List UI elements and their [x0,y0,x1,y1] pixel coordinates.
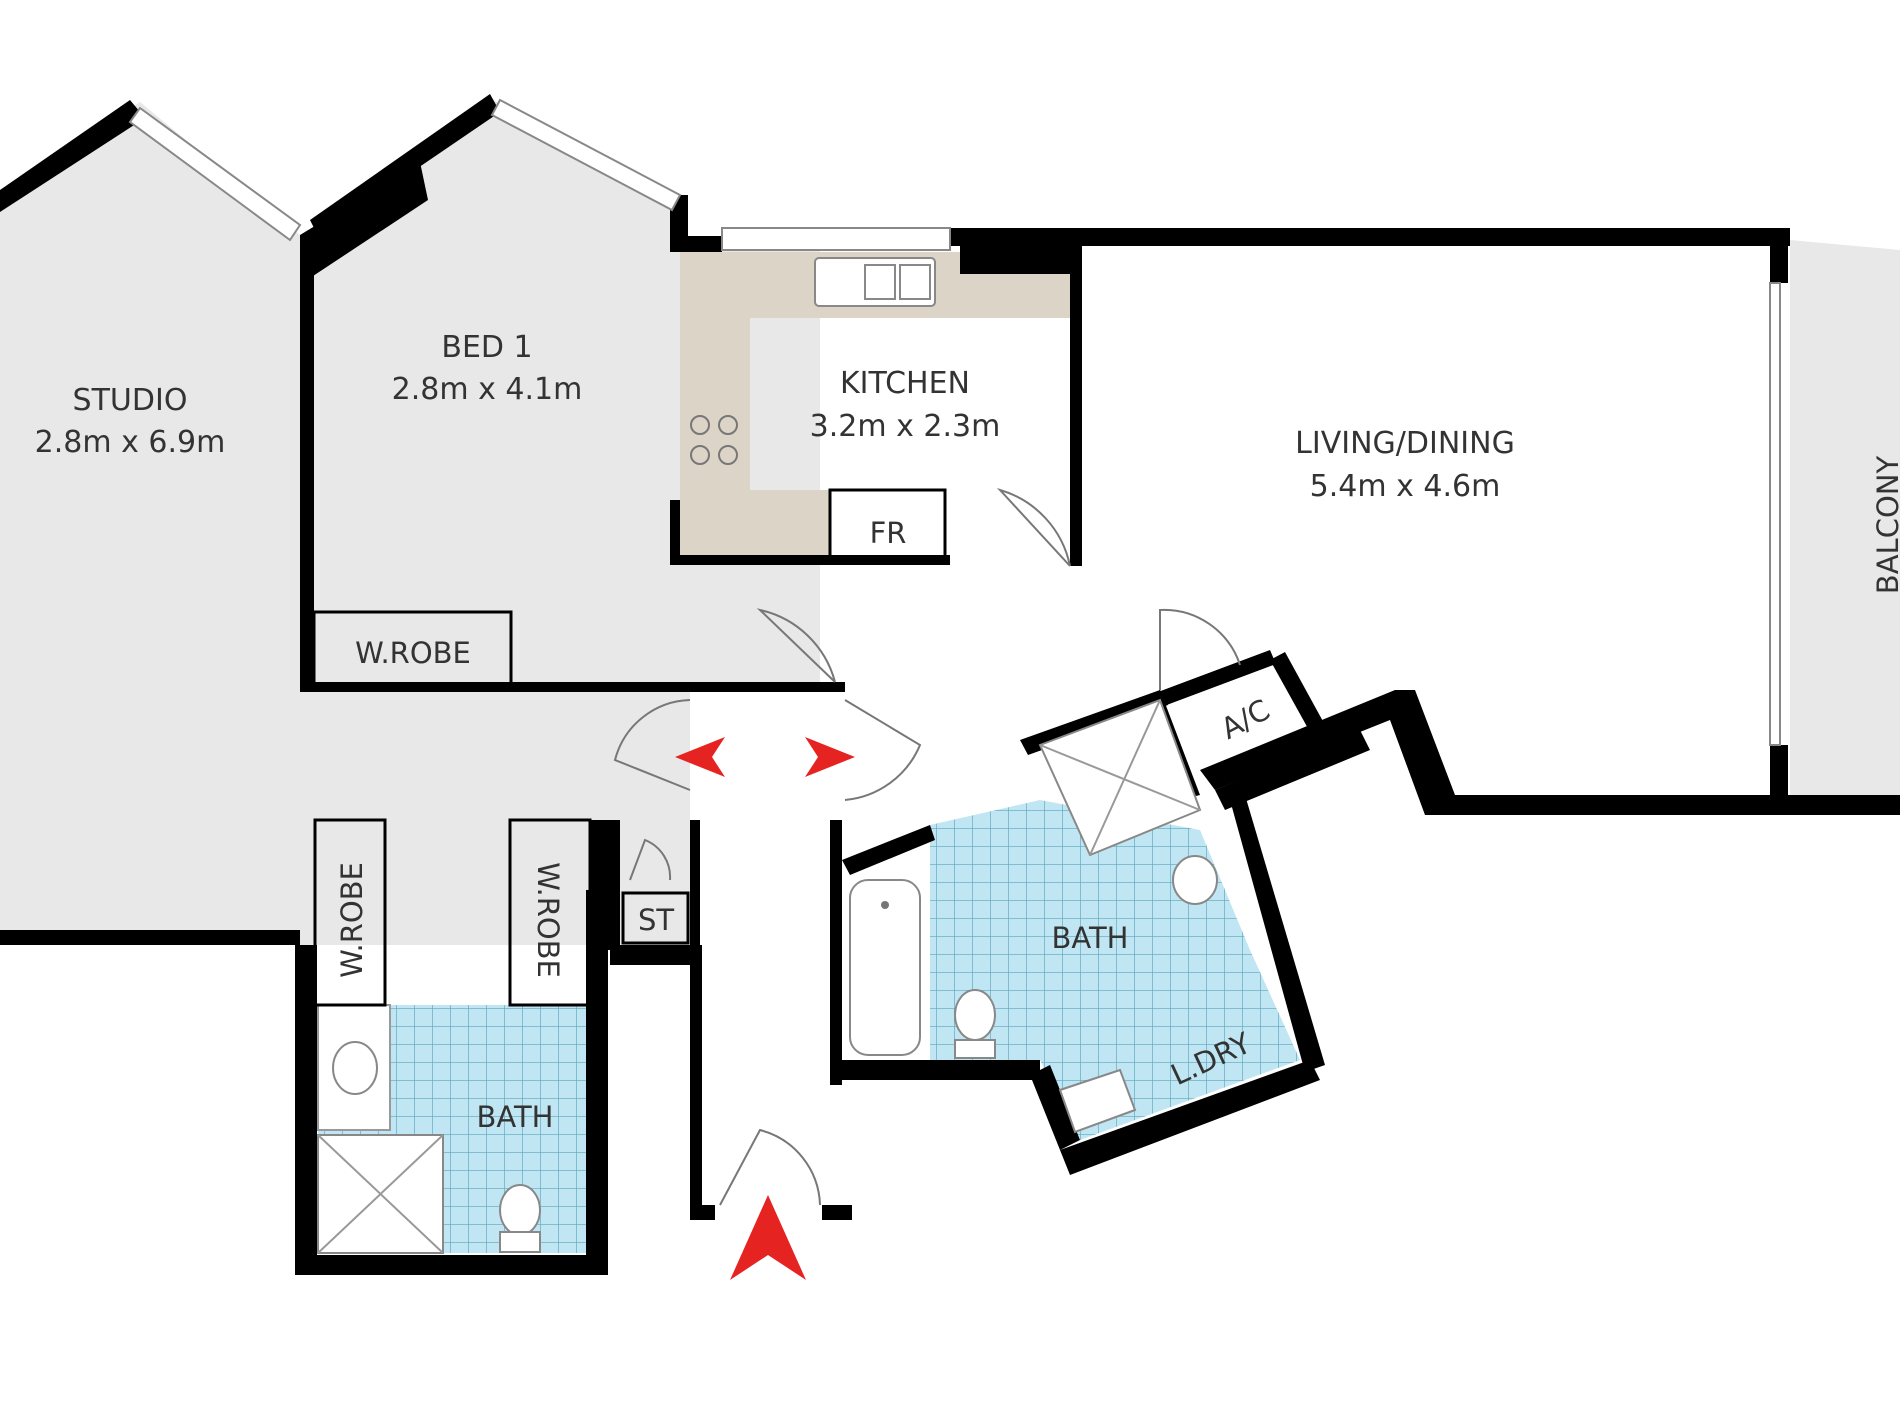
kitchen-counter [680,252,1070,562]
ensuite-wardrobe-right-label: W.ROBE [531,862,565,978]
ensuite-basin-icon [332,1041,378,1095]
living-dims: 5.4m x 4.6m [1310,469,1501,504]
living-name: LIVING/DINING [1295,426,1515,461]
studio-name: STUDIO [73,383,188,418]
bed1-door [756,608,836,683]
bed1-window [490,98,682,212]
balcony-floor [1790,240,1900,812]
sink-icon [814,257,936,307]
storage-label: ST [638,903,674,937]
bed1-dims: 2.8m x 4.1m [392,372,583,407]
hall-floor [600,690,690,820]
bed1-name: BED 1 [441,330,532,365]
bathtub-icon [849,879,921,1056]
ensuite-wardrobe-left-label: W.ROBE [335,862,369,978]
shower-icon [1038,698,1202,857]
ac-door [1159,608,1241,690]
ensuite-shower-icon [317,1134,444,1254]
balcony-door [1769,282,1781,746]
hall-door [844,699,922,801]
kitchen-door [996,488,1071,567]
studio-window [128,106,302,242]
studio-door [613,699,691,791]
cooktop-icon [690,415,738,465]
basin-icon [1172,855,1218,905]
ac-label: A/C [1215,692,1275,745]
entry-door [719,1128,821,1206]
fridge [828,488,947,564]
ensuite-toilet-icon [499,1184,541,1253]
toilet-icon [954,989,996,1059]
store-door [629,838,672,881]
kitchen-dims: 3.2m x 2.3m [810,409,1001,444]
main-bath-label: BATH [1051,921,1128,955]
studio-dims: 2.8m x 6.9m [35,425,226,460]
balcony-name: BALCONY [1871,456,1900,595]
direction-arrow-icon [805,737,855,777]
direction-arrow-icon [675,737,725,777]
ensuite-bath-label: BATH [476,1100,553,1134]
studio-floor [0,102,690,945]
kitchen-name: KITCHEN [840,366,970,401]
laundry-tub-icon [1058,1068,1137,1134]
entry-arrow-icon [730,1195,806,1280]
kitchen-window [721,227,951,251]
bed1-wardrobe-label: W.ROBE [355,636,471,670]
fridge-label: FR [870,516,907,550]
